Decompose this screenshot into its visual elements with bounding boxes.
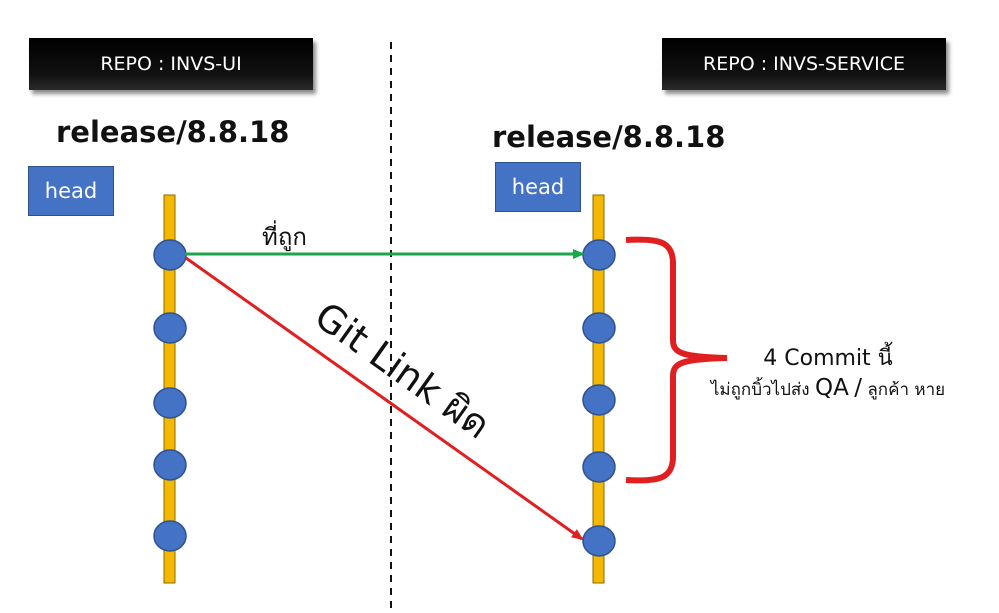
commit-range-brace: [625, 236, 728, 484]
note-detail: ไม่ถูกบิ้วไปส่ง QA / ลูกค้า หาย: [668, 375, 988, 403]
note-detail-qa: QA: [814, 375, 849, 401]
wrong-link-arrow: [185, 256, 584, 541]
commit-list-left: [153, 239, 187, 552]
note-detail-separator: /: [854, 375, 862, 401]
wrong-link-label: Git Link ผิด: [307, 293, 499, 447]
commit-node-right-4: [582, 451, 616, 483]
repo-name-left: REPO : INVS-UI: [100, 53, 242, 75]
commit-node-right-3: [582, 384, 616, 416]
note-commit-count: 4 Commit นี้: [763, 346, 893, 371]
commit-node-right-1: [582, 239, 616, 271]
note-detail-part1: ไม่ถูกบิ้วไปส่ง: [710, 380, 810, 400]
note-detail-part2: ลูกค้า หาย: [867, 380, 946, 400]
commit-node-left-4: [153, 449, 187, 481]
head-label-right: head: [495, 162, 581, 212]
commit-node-right-2: [582, 312, 616, 344]
commit-node-left-1: [153, 239, 187, 271]
branch-title-right: release/8.8.18: [492, 120, 726, 154]
head-text-right: head: [511, 175, 565, 199]
repo-banner-invs-ui: REPO : INVS-UI: [29, 38, 313, 90]
commit-node-left-5: [153, 520, 187, 552]
head-text-left: head: [44, 179, 98, 203]
branch-title-left: release/8.8.18: [56, 115, 290, 149]
commit-node-left-3: [153, 387, 187, 419]
commit-node-left-2: [153, 312, 187, 344]
repo-name-right: REPO : INVS-SERVICE: [703, 53, 905, 75]
commit-node-right-5: [582, 525, 616, 557]
missing-commits-note: 4 Commit นี้ ไม่ถูกบิ้วไปส่ง QA / ลูกค้า…: [668, 340, 988, 403]
correct-link-label: ที่ถูก: [262, 220, 307, 252]
head-label-left: head: [28, 166, 114, 216]
repo-banner-invs-service: REPO : INVS-SERVICE: [662, 38, 946, 90]
